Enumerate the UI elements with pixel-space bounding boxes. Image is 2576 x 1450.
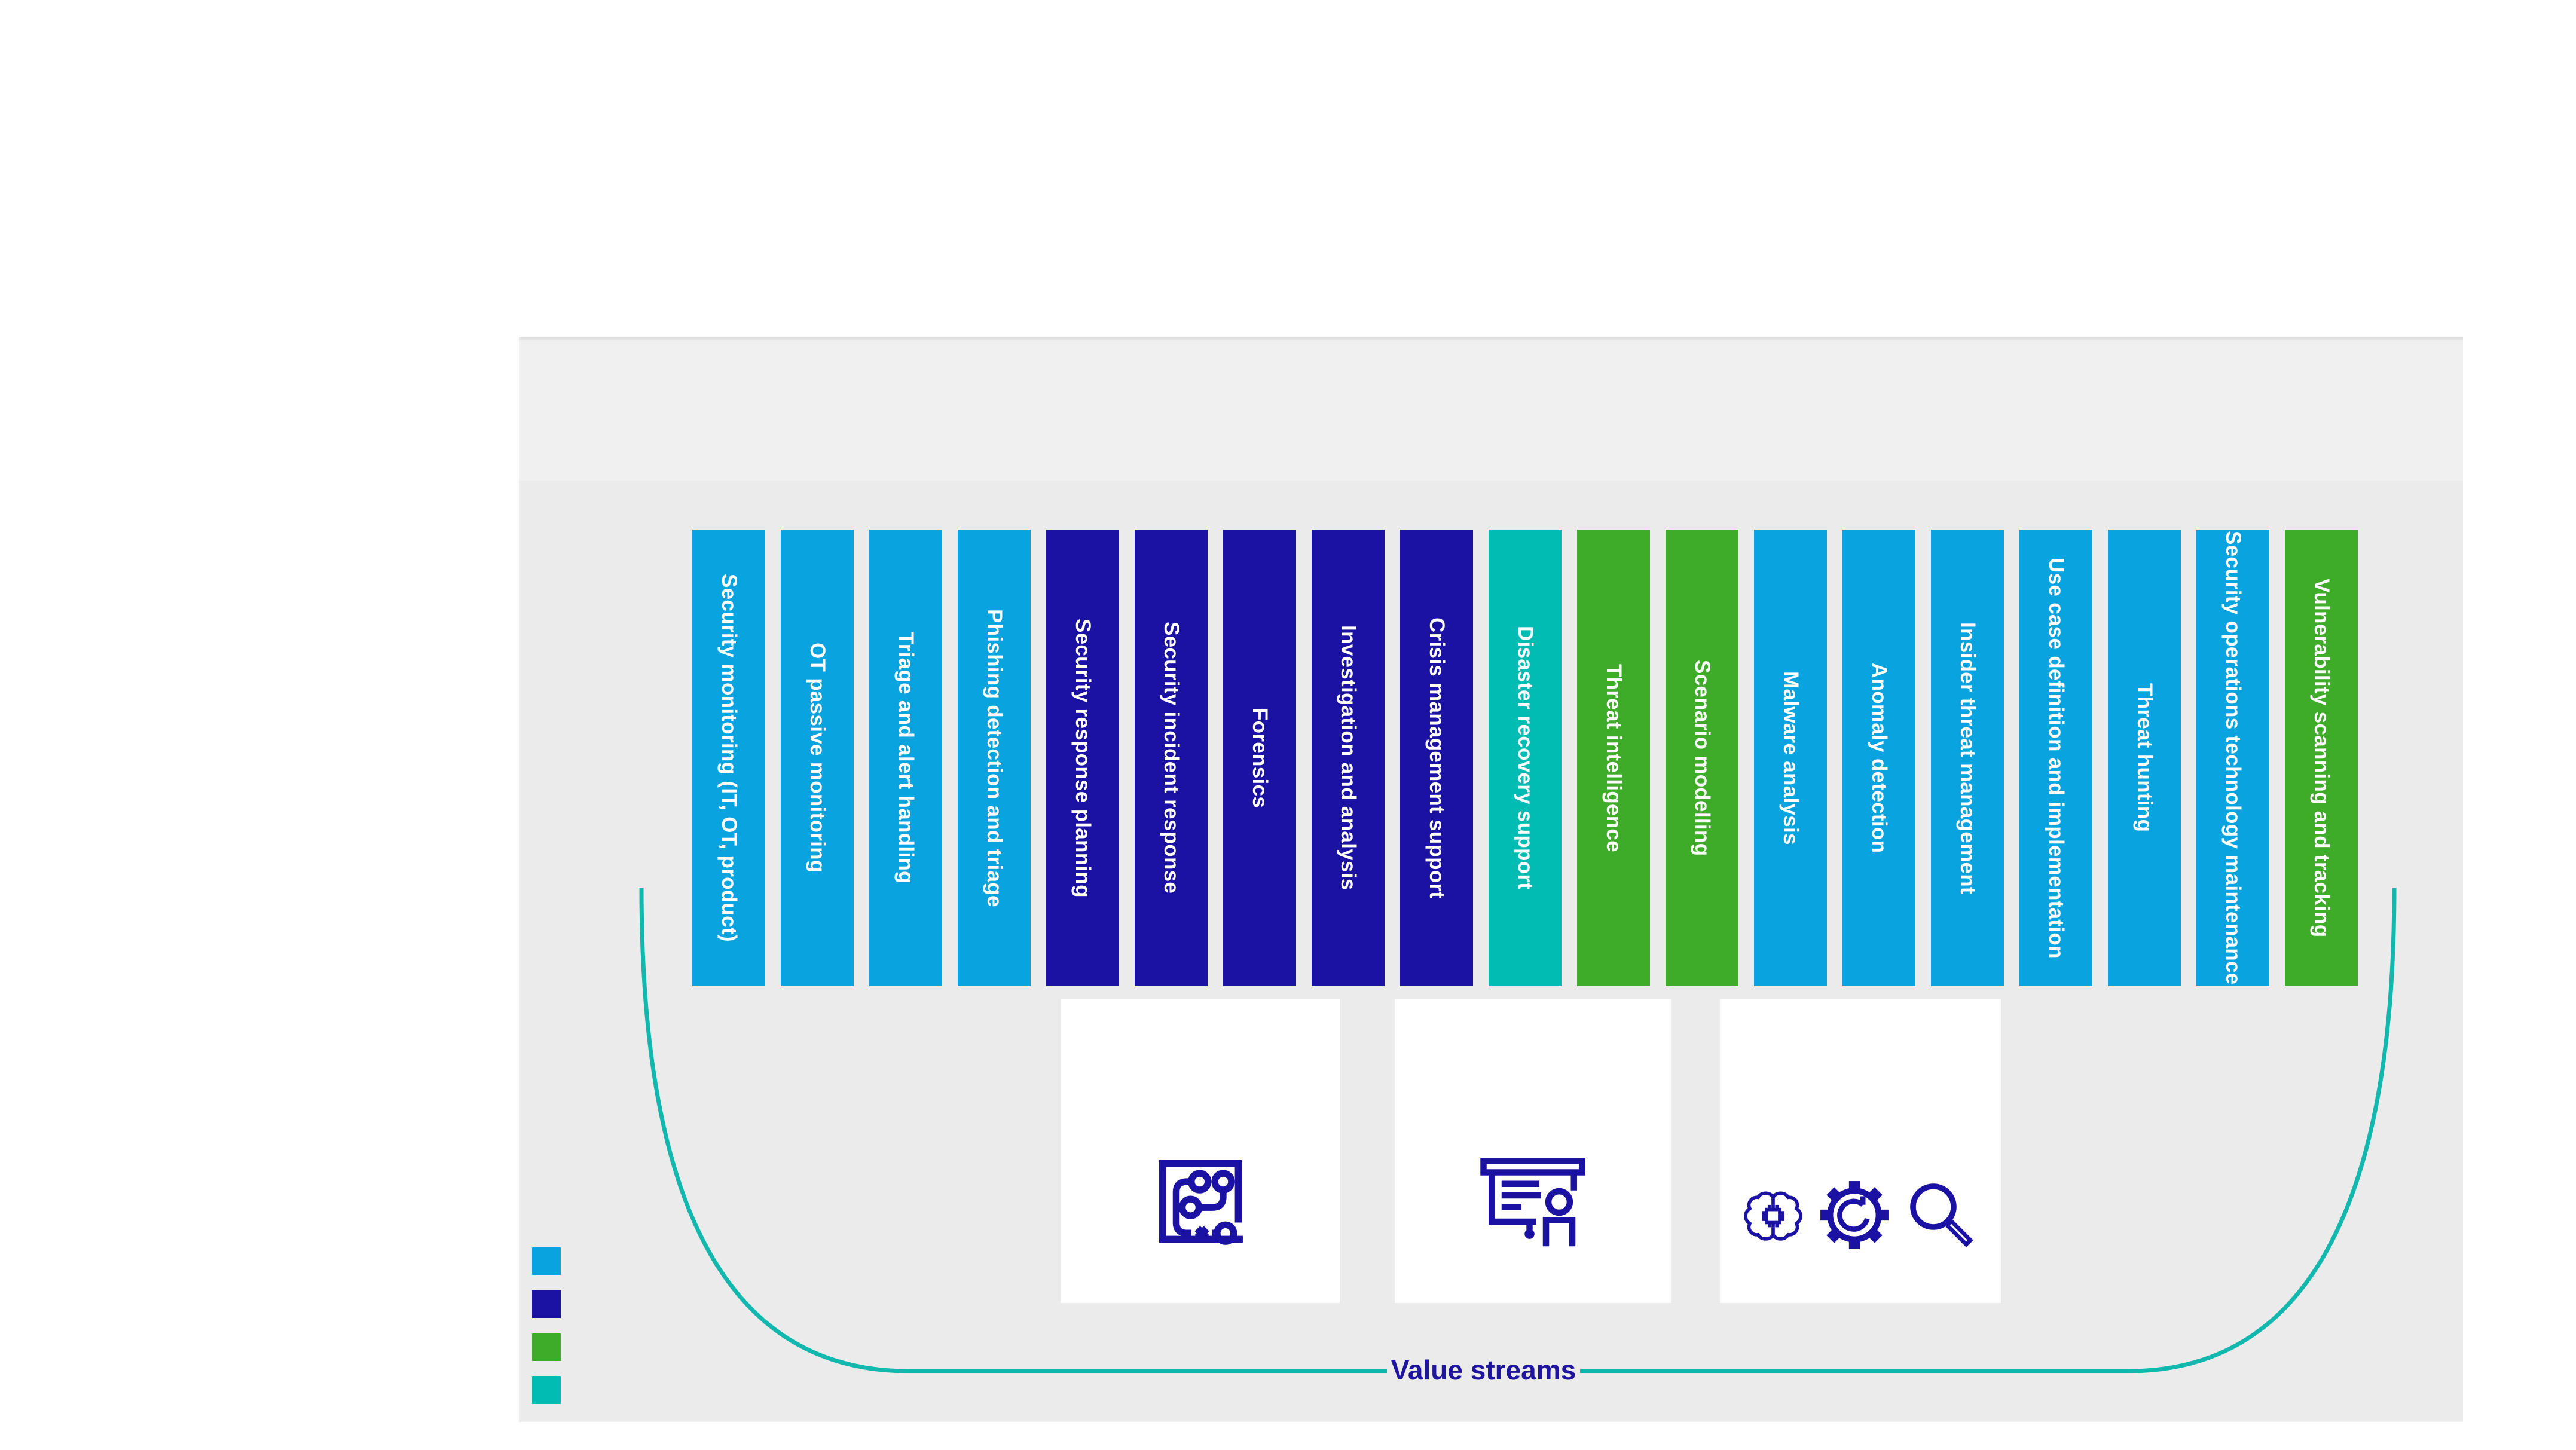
capability-bar-label: Use case definition and implementation — [2045, 557, 2068, 959]
capability-bar: Forensics — [1223, 530, 1296, 986]
capability-bar-label: Security incident response — [1160, 622, 1183, 894]
capability-bar-label: Investigation and analysis — [1337, 625, 1360, 891]
capability-bar: Disaster recovery support — [1489, 530, 1562, 986]
capability-bar-label: Scenario modelling — [1691, 659, 1714, 856]
capability-bar: Triage and alert handling — [869, 530, 942, 986]
capability-bar: Insider threat management — [1931, 530, 2004, 986]
capability-bar-label: Crisis management support — [1425, 617, 1449, 899]
capability-bar-label: Triage and alert handling — [894, 632, 918, 884]
capability-bar: Phishing detection and triage — [958, 530, 1031, 986]
capability-bar-label: Security operations technology maintenan… — [2221, 531, 2245, 985]
capability-bar: Threat hunting — [2108, 530, 2181, 986]
value-stream-card-3 — [1720, 999, 2001, 1303]
capability-bar: Anomaly detection — [1842, 530, 1915, 986]
capability-bar: Scenario modelling — [1666, 530, 1738, 986]
panel-header-band — [519, 340, 2463, 481]
capability-bar: Threat intelligence — [1577, 530, 1650, 986]
capability-bar: Security response planning — [1046, 530, 1119, 986]
capability-bar: Security incident response — [1135, 530, 1208, 986]
capability-bar-label: Vulnerability scanning and tracking — [2310, 578, 2333, 938]
capability-bar: OT passive monitoring — [781, 530, 854, 986]
capability-bar-label: Threat hunting — [2133, 683, 2156, 833]
capability-bar: Use case definition and implementation — [2019, 530, 2092, 986]
ai-brain-chip-icon — [1744, 1191, 1802, 1241]
value-stream-card-1 — [1061, 999, 1340, 1303]
legend-swatch-lightblue — [532, 1247, 561, 1275]
capability-icons-row — [1743, 1179, 1978, 1252]
capability-bar-label: Threat intelligence — [1602, 663, 1625, 852]
capability-bar: Vulnerability scanning and tracking — [2285, 530, 2358, 986]
capability-bar: Crisis management support — [1400, 530, 1473, 986]
strategy-map-icon — [1159, 1160, 1243, 1245]
capability-bar-label: OT passive monitoring — [806, 643, 829, 873]
capability-bar: Security monitoring (IT, OT, product) — [692, 530, 765, 986]
value-streams-label: Value streams — [1391, 1354, 1576, 1385]
magnifier-icon — [1910, 1183, 1973, 1247]
gear-refresh-icon — [1820, 1181, 1889, 1249]
capability-bar: Investigation and analysis — [1312, 530, 1385, 986]
capability-bar: Security operations technology maintenan… — [2196, 530, 2269, 986]
legend-swatch-darkblue — [532, 1290, 561, 1318]
capability-bar: Malware analysis — [1754, 530, 1827, 986]
capability-bar-label: Security response planning — [1071, 618, 1095, 898]
capability-bar-label: Disaster recovery support — [1514, 626, 1537, 890]
capability-bar-label: Anomaly detection — [1868, 662, 1891, 854]
value-stream-card-2 — [1395, 999, 1671, 1303]
capability-bar-label: Malware analysis — [1779, 671, 1802, 845]
capability-bar-label: Phishing detection and triage — [983, 608, 1006, 907]
capability-bar-label: Security monitoring (IT, OT, product) — [717, 574, 741, 942]
capability-bar-label: Insider threat management — [1956, 622, 1979, 894]
legend-swatch-green — [532, 1333, 561, 1361]
capability-bar-label: Forensics — [1248, 707, 1272, 809]
legend-swatch-teal — [532, 1376, 561, 1404]
presentation-icon — [1480, 1158, 1585, 1247]
